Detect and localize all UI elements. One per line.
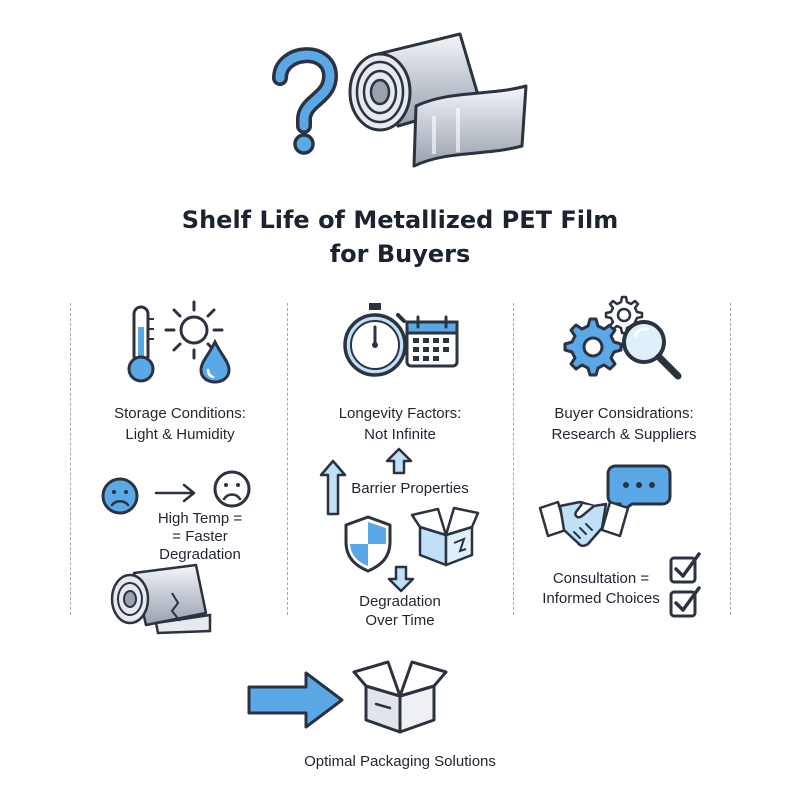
footer-label: Optimal Packaging Solutions — [304, 753, 496, 770]
frown-face-icon — [213, 470, 251, 508]
checkbox-icon — [669, 586, 701, 618]
consultation-line2: Informed Choices — [542, 590, 660, 607]
open-box-icon — [410, 506, 480, 567]
calendar-icon — [405, 315, 459, 368]
buyer-subheading: Research & Suppliers — [551, 426, 697, 443]
longevity-heading: Longevity Factors: — [338, 405, 462, 422]
consultation-line1: Consultation = — [552, 570, 650, 587]
thermometer-icon — [127, 305, 155, 383]
barrier-label: Barrier Properties — [351, 480, 469, 497]
damaged-film-icon — [110, 563, 212, 635]
arrow-up-icon — [385, 447, 413, 475]
handshake-icon — [538, 500, 630, 548]
storage-subheading: Light & Humidity — [125, 426, 235, 443]
gears-icon — [563, 295, 644, 377]
column-divider — [70, 303, 71, 615]
question-mark-icon — [272, 47, 339, 155]
page-title: Shelf Life of Metallized PET Film — [181, 206, 619, 234]
longevity-subheading: Not Infinite — [364, 426, 436, 443]
page-subtitle: for Buyers — [329, 240, 471, 268]
stopwatch-icon — [343, 303, 407, 377]
degradation-line2: Over Time — [365, 612, 435, 629]
shield-icon — [344, 515, 392, 573]
degradation-line1: Degradation — [359, 593, 441, 610]
column-divider — [513, 303, 514, 615]
arrow-right-icon — [154, 483, 196, 503]
storage-effect-line3: Degradation — [159, 546, 241, 563]
arrow-up-icon — [319, 459, 347, 516]
column-divider — [730, 303, 731, 615]
column-divider — [287, 303, 288, 615]
storage-effect-line1: High Temp = — [157, 510, 243, 527]
film-sheet-icon — [412, 84, 528, 168]
big-arrow-right-icon — [247, 671, 344, 729]
arrow-down-icon — [387, 565, 415, 593]
storage-effect-line2: = Faster — [172, 528, 228, 545]
checkbox-icon — [669, 552, 701, 584]
film-roll-icon — [348, 32, 482, 132]
magnifier-icon — [622, 320, 682, 380]
water-drop-icon — [199, 338, 231, 384]
packaging-box-icon — [352, 660, 448, 734]
sad-face-icon — [101, 477, 139, 515]
storage-heading: Storage Conditions: — [114, 405, 246, 422]
buyer-heading: Buyer Considrations: — [554, 405, 694, 422]
